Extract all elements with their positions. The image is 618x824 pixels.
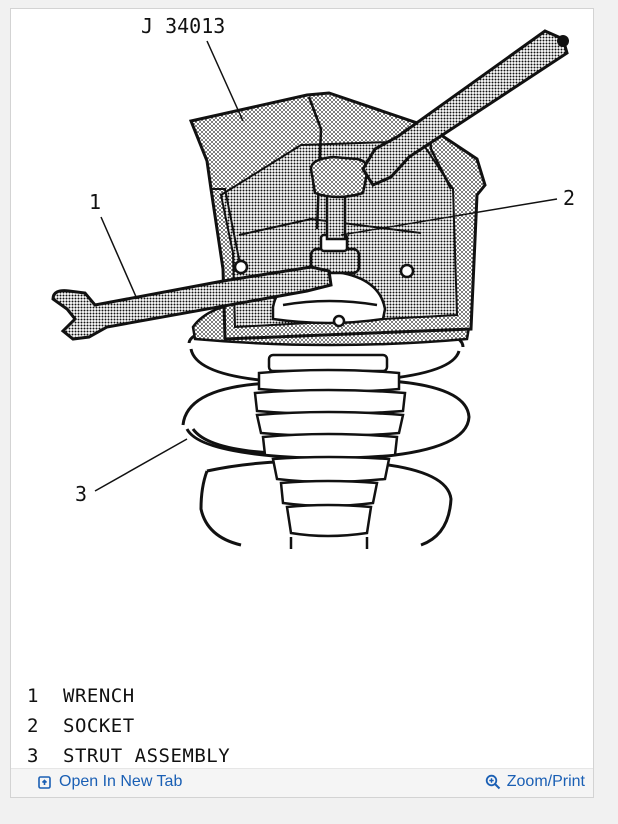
callout-3: 3 [75, 438, 188, 506]
callout-1: 1 [89, 190, 138, 300]
parts-legend: 1 WRENCH 2 SOCKET 3 STRUT ASSEMBLY [27, 681, 230, 771]
legend-item-label: WRENCH [63, 685, 135, 707]
legend-item-label: SOCKET [63, 715, 135, 737]
zoom-print-label: Zoom/Print [506, 773, 585, 790]
open-in-new-tab-label: Open In New Tab [59, 773, 183, 790]
ratchet-wrench [361, 29, 569, 187]
legend-item: 1 WRENCH [27, 681, 230, 711]
open-in-new-tab-icon [37, 774, 53, 790]
part-number-callout: J 34013 [141, 14, 244, 122]
zoom-magnifier-icon [485, 774, 501, 790]
zoom-print-link[interactable]: Zoom/Print [485, 773, 585, 791]
strut-boot [253, 353, 407, 549]
diagram-illustration: 1 2 3 J 34013 [51, 14, 575, 549]
callout-2: 2 [340, 186, 575, 236]
legend-item-number: 2 [27, 715, 39, 737]
legend-item: 3 STRUT ASSEMBLY [27, 741, 230, 771]
legend-item-number: 3 [27, 745, 39, 767]
callout-2-number: 2 [563, 186, 575, 210]
legend-item: 2 SOCKET [27, 711, 230, 741]
open-end-wrench [51, 265, 333, 341]
image-toolbar: Open In New Tab Zoom/Print [11, 768, 593, 797]
legend-item-number: 1 [27, 685, 39, 707]
strut-diagram: 1 2 3 J 34013 [11, 9, 593, 679]
open-in-new-tab-link[interactable]: Open In New Tab [37, 773, 182, 791]
callout-3-number: 3 [75, 482, 87, 506]
callout-1-number: 1 [89, 190, 101, 214]
part-number-label: J 34013 [141, 14, 225, 38]
legend-item-label: STRUT ASSEMBLY [63, 745, 231, 767]
